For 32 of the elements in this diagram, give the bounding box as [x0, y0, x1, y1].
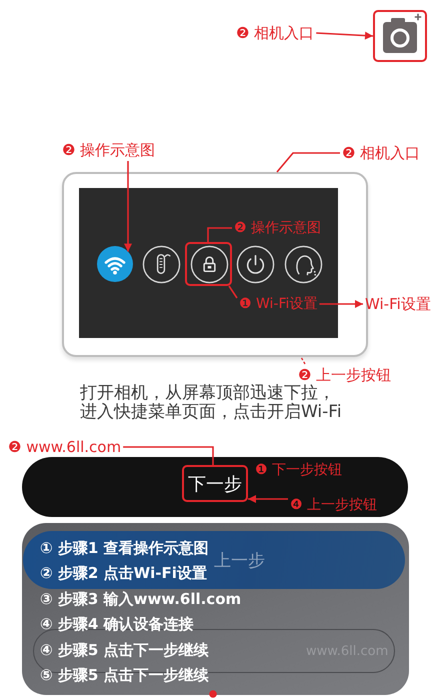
leader-line [228, 286, 238, 298]
arrow [319, 300, 363, 308]
callout-label: ❷ 操作示意图 [234, 219, 322, 237]
leader-line [300, 356, 306, 364]
callout-label: ❶ 下一步按钮 [255, 461, 342, 479]
step-item: ③ 步骤3 输入www.6ll.com [40, 589, 242, 609]
ghost-text: 上一步 [214, 551, 265, 571]
highlight-box [373, 10, 427, 62]
callout-label: ❷ 操作示意图 [62, 141, 156, 159]
step-item: ④ 步骤4 确认设备连接 [40, 614, 194, 634]
callout-label: ❷ 上一步按钮 [298, 366, 392, 384]
menu-panel [22, 523, 409, 695]
next-button: 下一步 [182, 465, 248, 502]
callout-label: ❶ Wi-Fi设置 [239, 295, 318, 313]
callout-label: ❷ 相机入口 [236, 24, 314, 42]
arrow [124, 161, 132, 252]
leader-line [207, 227, 232, 242]
highlight-pill [23, 531, 405, 589]
callout-label: Wi-Fi设置 [365, 295, 431, 313]
arrow [248, 495, 288, 503]
step-item: ⑤ 步骤5 点击下一步继续 [40, 665, 209, 685]
wifi-icon [97, 246, 133, 282]
arrow [316, 32, 374, 40]
instruction-text: 打开相机，从屏幕顶部迅速下拉，进入快捷菜单页面，点击开启Wi-Fi [80, 384, 343, 422]
leader-line [123, 446, 214, 465]
callout-label: ❷ 相机入口 [342, 144, 420, 162]
step-item: ④ 步骤5 点击下一步继续 [40, 640, 209, 660]
leader-line [276, 152, 340, 173]
step-item: ② 步骤2 点击Wi-Fi设置 [40, 563, 207, 583]
callout-label: ❹ 上一步按钮 [290, 496, 378, 514]
callout-label: ❷ www.6ll.com [8, 438, 122, 456]
step-item: ① 步骤1 查看操作示意图 [40, 538, 209, 558]
